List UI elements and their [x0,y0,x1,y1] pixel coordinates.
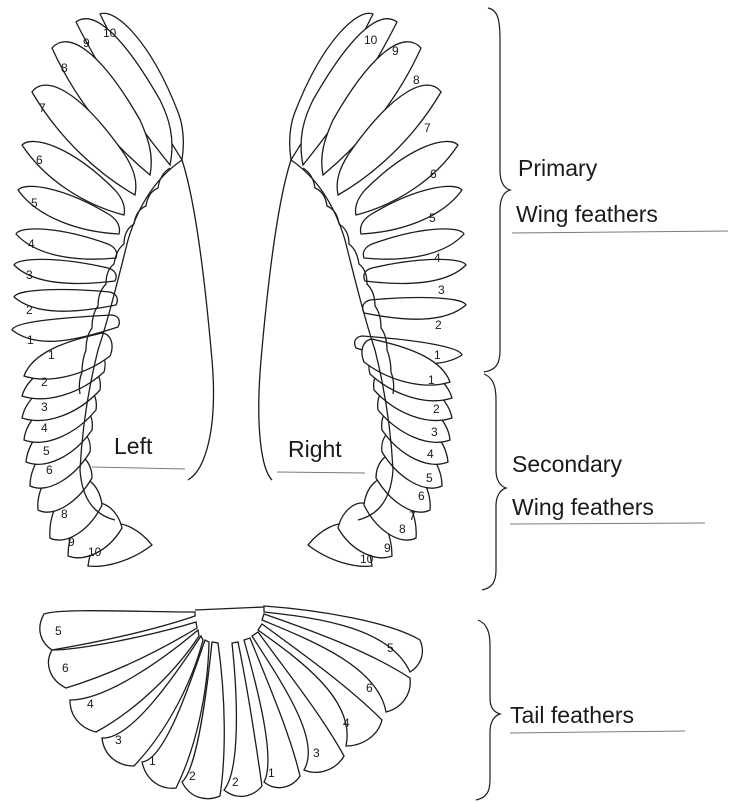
left-primary-number-2: 2 [26,303,33,317]
left-wing-label: Left [114,433,153,459]
left-wing-label-underline [92,467,185,469]
primary-label-line2: Wing feathers [516,201,658,227]
left-secondary-number-2: 2 [41,375,48,389]
tail-number-right-3: 3 [313,746,320,760]
secondary-section: Secondary Wing feathers [482,374,705,590]
tail-number-left-4: 4 [87,697,94,711]
left-primary-feathers [12,13,183,341]
secondary-label-line1: Secondary [512,451,622,477]
right-primary-feather-2 [363,298,466,320]
secondary-brace [482,374,506,590]
left-primary-number-7: 7 [39,101,46,115]
tail-number-left-3: 3 [115,733,122,747]
tail-label-underline [510,731,685,733]
right-primary-number-7: 7 [424,121,431,135]
tail-number-left-5: 5 [55,624,62,638]
tail-feathers [40,606,423,799]
tail-feather-right-5 [264,606,422,672]
left-wing: 10 9 8 7 6 5 4 3 2 1 1 2 3 4 5 6 8 9 10 … [12,13,213,566]
primary-label-underline [512,231,728,233]
right-secondary-number-5: 5 [426,471,433,485]
left-secondary-number-5: 5 [43,444,50,458]
left-primary-number-3: 3 [26,268,33,282]
tail-number-right-4: 4 [343,716,350,730]
secondary-label-underline [510,523,705,524]
left-secondary-number-8: 8 [61,507,68,521]
right-primary-feather-4 [363,229,464,259]
left-secondary-number-1: 1 [48,348,55,362]
right-secondary-number-6: 6 [418,489,425,503]
right-primary-number-1: 1 [434,348,441,362]
right-secondary-number-9: 9 [384,541,391,555]
right-secondary-number-8: 8 [399,522,406,536]
right-primary-number-4: 4 [434,251,441,265]
secondary-label-line2: Wing feathers [512,494,654,520]
tail-number-right-5: 5 [387,641,394,655]
tail-number-right-6: 6 [366,681,373,695]
tail-number-left-2: 2 [189,769,196,783]
tail-number-left-6: 6 [62,661,69,675]
left-secondary-number-3: 3 [41,400,48,414]
left-primary-number-8: 8 [61,61,68,75]
left-primary-number-1: 1 [27,333,34,347]
right-primary-number-5: 5 [429,211,436,225]
tail-brace [476,620,500,800]
tail-section: Tail feathers [476,620,685,800]
primary-brace [484,8,510,372]
tail-label: Tail feathers [510,702,634,728]
right-secondary-number-4: 4 [427,447,434,461]
tail: 5 6 4 3 1 2 2 1 3 4 6 5 [40,606,423,799]
tail-number-right-1: 1 [268,766,275,780]
right-primary-number-8: 8 [413,73,420,87]
right-primary-number-3: 3 [438,283,445,297]
left-primary-number-5: 5 [31,196,38,210]
left-primary-number-9: 9 [83,36,90,50]
right-secondary-number-7: 7 [409,509,416,523]
right-secondary-number-2: 2 [433,402,440,416]
right-primary-number-6: 6 [430,167,437,181]
right-primary-number-2: 2 [435,318,442,332]
tail-top-edge [195,607,264,610]
primary-label-line1: Primary [518,155,598,181]
right-wing-label: Right [288,436,342,462]
left-primary-number-4: 4 [28,237,35,251]
right-secondary-number-10: 10 [360,552,374,566]
right-secondary-number-3: 3 [431,425,438,439]
tail-number-left-1: 1 [149,754,156,768]
right-primary-feather-3 [364,259,466,283]
right-primary-number-9: 9 [392,44,399,58]
left-secondary-number-10: 10 [88,545,102,559]
left-secondary-number-4: 4 [41,421,48,435]
primary-section: Primary Wing feathers [484,8,728,372]
right-primary-number-10: 10 [364,33,378,47]
tail-number-right-2: 2 [232,775,239,789]
right-wing: 10 9 8 7 6 5 4 3 2 1 1 2 3 4 5 6 7 8 9 1… [259,13,466,566]
left-secondary-number-9: 9 [68,535,75,549]
left-secondary-number-6: 6 [46,463,53,477]
left-primary-number-6: 6 [36,153,43,167]
right-wing-label-underline [277,472,365,473]
left-primary-number-10: 10 [103,26,117,40]
right-secondary-number-1: 1 [428,373,435,387]
